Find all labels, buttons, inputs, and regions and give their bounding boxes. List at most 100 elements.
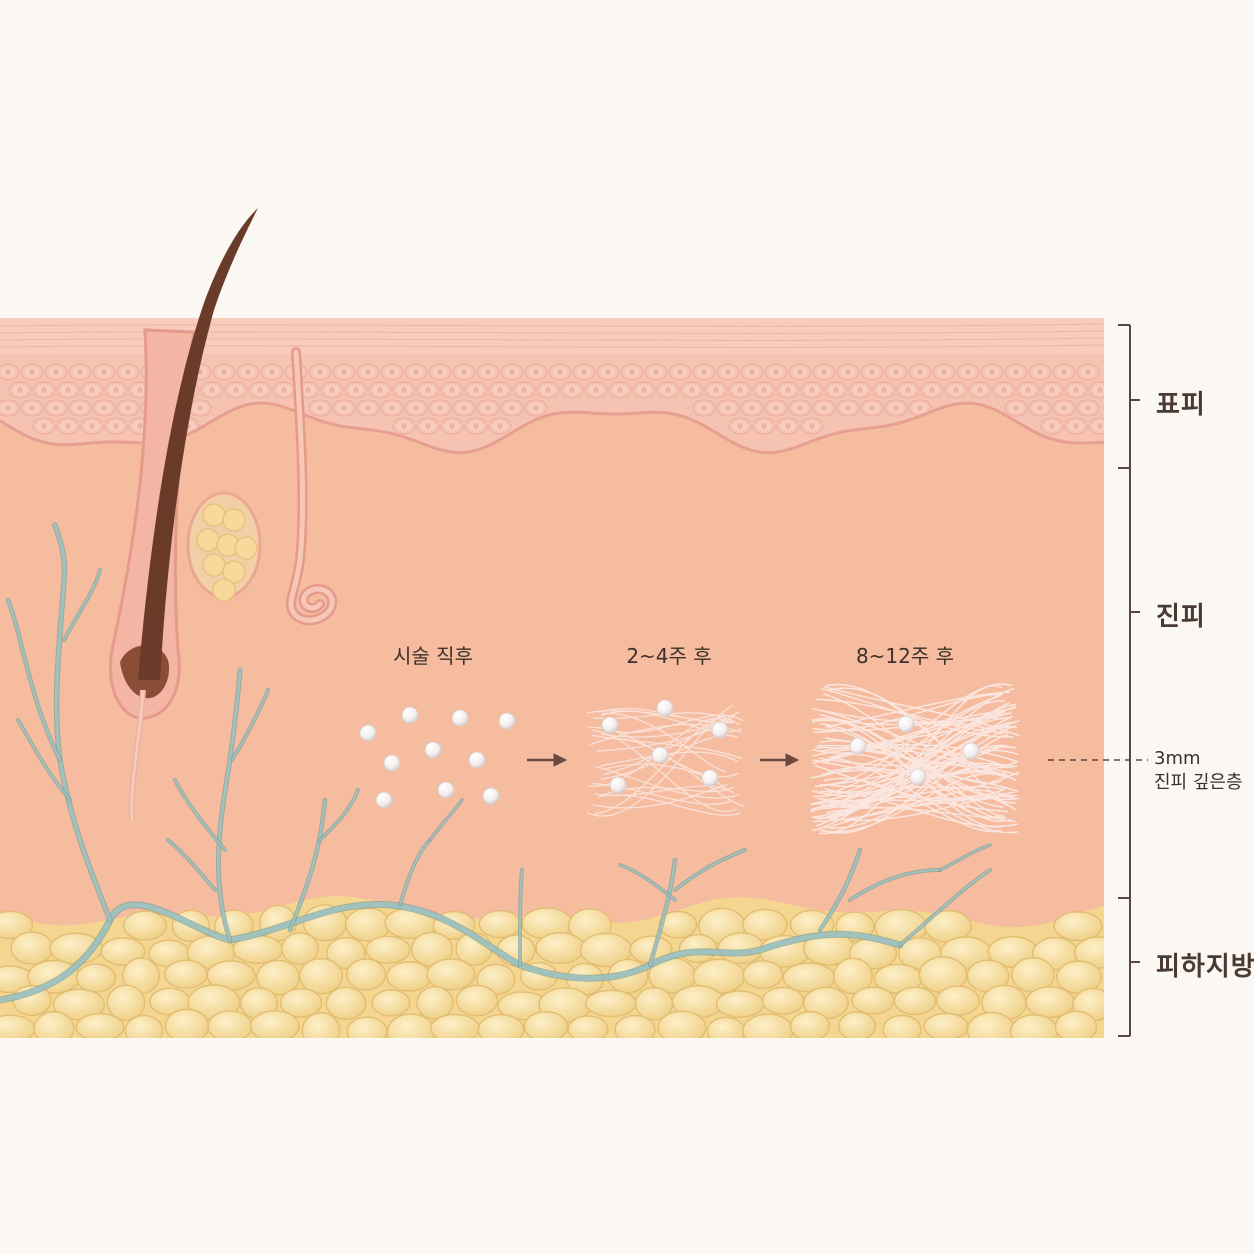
particle xyxy=(701,769,719,787)
collagen-fiber xyxy=(829,715,1014,788)
cell-nucleus xyxy=(1013,369,1019,375)
cell-nucleus xyxy=(1061,369,1067,375)
fat-cell xyxy=(124,1014,164,1038)
fat-cell xyxy=(371,989,411,1017)
fat-cell xyxy=(106,984,146,1021)
cell-nucleus xyxy=(833,387,839,393)
vessel xyxy=(619,864,676,901)
cell-nucleus xyxy=(809,387,815,393)
collagen-fiber xyxy=(586,705,733,817)
cell-nucleus xyxy=(341,369,347,375)
collagen-fiber xyxy=(811,725,1017,832)
gland-cell xyxy=(202,503,226,527)
cell-nucleus xyxy=(893,369,899,375)
cell-nucleus xyxy=(413,369,419,375)
cell-nucleus xyxy=(101,369,107,375)
epidermis-cell xyxy=(1088,417,1104,435)
particles-8-12-weeks xyxy=(849,715,980,786)
fat-cell xyxy=(742,960,784,989)
particle xyxy=(656,699,674,717)
fat-cell xyxy=(164,1008,210,1038)
cell-nucleus xyxy=(473,423,479,429)
particle xyxy=(424,741,442,759)
blood-vessels xyxy=(0,522,992,1004)
collagen-fiber xyxy=(819,772,1006,833)
fat-cell xyxy=(365,935,411,964)
cell-nucleus xyxy=(269,369,275,375)
particle xyxy=(468,751,486,769)
layer-label-dermis: 진피 xyxy=(1156,602,1206,632)
cell-nucleus xyxy=(197,405,203,411)
cell-nucleus xyxy=(125,405,131,411)
layer-label-epidermis: 표피 xyxy=(1156,390,1206,420)
fat-cell xyxy=(386,1013,436,1038)
cell-nucleus xyxy=(845,369,851,375)
particle xyxy=(451,709,469,727)
cell-nucleus xyxy=(737,387,743,393)
cell-nucleus xyxy=(977,387,983,393)
fat-cell xyxy=(75,963,117,993)
collagen-fiber xyxy=(604,714,744,734)
corneum-line xyxy=(0,330,1104,334)
vessel xyxy=(167,839,216,891)
fat-cell xyxy=(325,986,367,1021)
fat-cell xyxy=(345,958,387,991)
cell-nucleus xyxy=(785,387,791,393)
cell-nucleus xyxy=(89,423,95,429)
collagen-fiber xyxy=(822,721,1016,834)
cell-nucleus xyxy=(5,369,11,375)
layer-label-subcutaneous: 피하지방 xyxy=(1156,952,1254,982)
cell-nucleus xyxy=(1001,387,1007,393)
stratum-corneum-lines xyxy=(0,323,1104,348)
fat-cell xyxy=(279,987,323,1018)
cell-nucleus xyxy=(725,405,731,411)
cell-nucleus xyxy=(1097,387,1103,393)
collagen-fiber xyxy=(812,716,1009,798)
particle xyxy=(962,742,980,760)
cell-nucleus xyxy=(65,423,71,429)
fat-cell xyxy=(386,961,432,992)
fat-cell xyxy=(429,1013,481,1038)
depth-marker-description: 진피 깊은층 xyxy=(1154,772,1243,793)
fat-cell xyxy=(1054,1010,1098,1038)
vessel xyxy=(216,668,242,942)
cell-nucleus xyxy=(1037,405,1043,411)
fat-cell xyxy=(882,1014,922,1038)
cell-nucleus xyxy=(257,387,263,393)
collagen-fiber xyxy=(592,729,738,812)
fat-cell xyxy=(523,1010,569,1038)
particle xyxy=(601,716,619,734)
gland-cell xyxy=(196,528,220,552)
particle xyxy=(482,787,500,805)
cell-nucleus xyxy=(41,387,47,393)
cell-nucleus xyxy=(917,369,923,375)
fat-cell xyxy=(535,932,585,965)
particle xyxy=(498,712,516,730)
particle xyxy=(897,715,915,733)
particle xyxy=(383,754,401,772)
fat-cell xyxy=(250,1010,300,1038)
vessel xyxy=(63,569,101,641)
cell-nucleus xyxy=(389,405,395,411)
fat-cell xyxy=(706,1016,746,1038)
vessel xyxy=(429,799,463,841)
fat-cell xyxy=(1053,911,1103,942)
cell-nucleus xyxy=(53,405,59,411)
cell-nucleus xyxy=(953,387,959,393)
cell-nucleus xyxy=(5,405,11,411)
fat-cell xyxy=(935,985,981,1016)
cell-nucleus xyxy=(221,369,227,375)
cell-nucleus xyxy=(641,387,647,393)
fat-cell xyxy=(584,989,638,1018)
fat-cell xyxy=(281,932,319,965)
cell-nucleus xyxy=(413,405,419,411)
cell-nucleus xyxy=(53,369,59,375)
collagen-fiber xyxy=(604,763,728,791)
vessel xyxy=(818,848,862,932)
cell-nucleus xyxy=(329,387,335,393)
particle xyxy=(651,746,669,764)
cell-nucleus xyxy=(449,387,455,393)
gland-cell xyxy=(212,578,236,602)
vessel xyxy=(319,789,359,841)
